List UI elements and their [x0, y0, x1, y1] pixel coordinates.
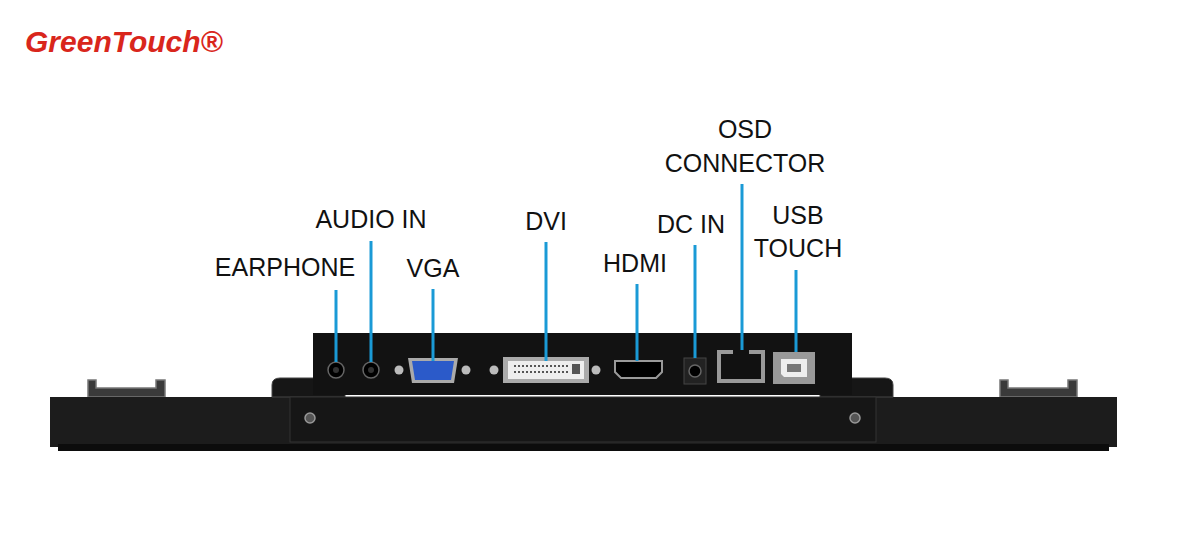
port-label: AUDIO IN: [271, 203, 471, 236]
port-label: HDMI: [575, 247, 695, 280]
port-label: DVI: [486, 205, 606, 238]
port-label: VGA: [373, 252, 493, 285]
port-label: OSD CONNECTOR: [658, 112, 833, 180]
port-label: DC IN: [631, 208, 751, 241]
port-label: EARPHONE: [185, 251, 385, 284]
port-label: USB TOUCH: [748, 199, 848, 265]
brand-logo: GreenTouch®: [25, 22, 223, 61]
